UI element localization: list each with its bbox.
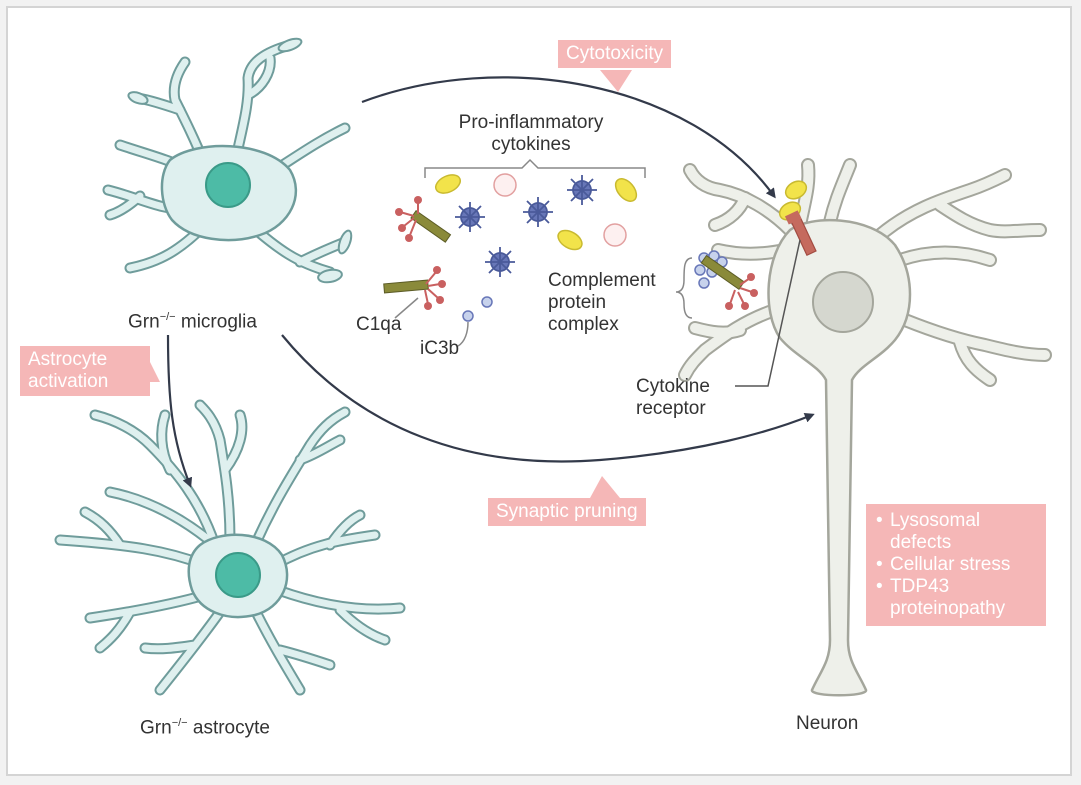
- effect-item: Lysosomal defects: [876, 510, 1036, 554]
- arrow-cytotoxicity: [361, 76, 776, 199]
- cytokine-particles: [424, 158, 646, 277]
- complement-protein-complex-label: Complement protein complex: [548, 270, 656, 335]
- c1qa-label: C1qa: [356, 314, 402, 335]
- neuron-label: Neuron: [796, 713, 859, 734]
- c1qa-complex-icon: [383, 196, 452, 319]
- astrocyte-label: Grn−/− astrocyte: [140, 717, 270, 739]
- cytotoxicity-callout: Cytotoxicity: [558, 40, 672, 68]
- ic3b-label: iC3b: [420, 338, 460, 359]
- astrocyte-cell: [54, 399, 406, 696]
- ic3b-icon: [457, 296, 493, 347]
- microglia-cell: [102, 37, 353, 284]
- arrow-synaptic-pruning: [281, 334, 815, 463]
- neuron-effects-list: Lysosomal defects Cellular stress TDP43 …: [876, 510, 1036, 620]
- cytokine-receptor-leader: [735, 239, 801, 387]
- cytokine-receptor-icon: [784, 210, 817, 257]
- neuron-effects-callout: Lysosomal defects Cellular stress TDP43 …: [866, 504, 1046, 626]
- complement-bracket: [675, 257, 693, 319]
- effect-item: TDP43 proteinopathy: [876, 576, 1036, 620]
- pathway-arrows: [166, 76, 815, 488]
- pro-inflammatory-cytokines-label: Pro-inflammatory cytokines: [458, 112, 604, 155]
- arrow-astrocyte-activation: [166, 334, 193, 488]
- effect-item: Cellular stress: [876, 554, 1036, 576]
- complement-on-neuron: [694, 250, 758, 310]
- neuron-cell: [678, 158, 1052, 697]
- synaptic-pruning-callout: Synaptic pruning: [488, 498, 646, 526]
- astrocyte-activation-callout: Astrocyte activation: [20, 346, 150, 396]
- cytokine-receptor-label: Cytokine receptor: [636, 376, 710, 419]
- microglia-label: Grn−/− microglia: [128, 311, 257, 333]
